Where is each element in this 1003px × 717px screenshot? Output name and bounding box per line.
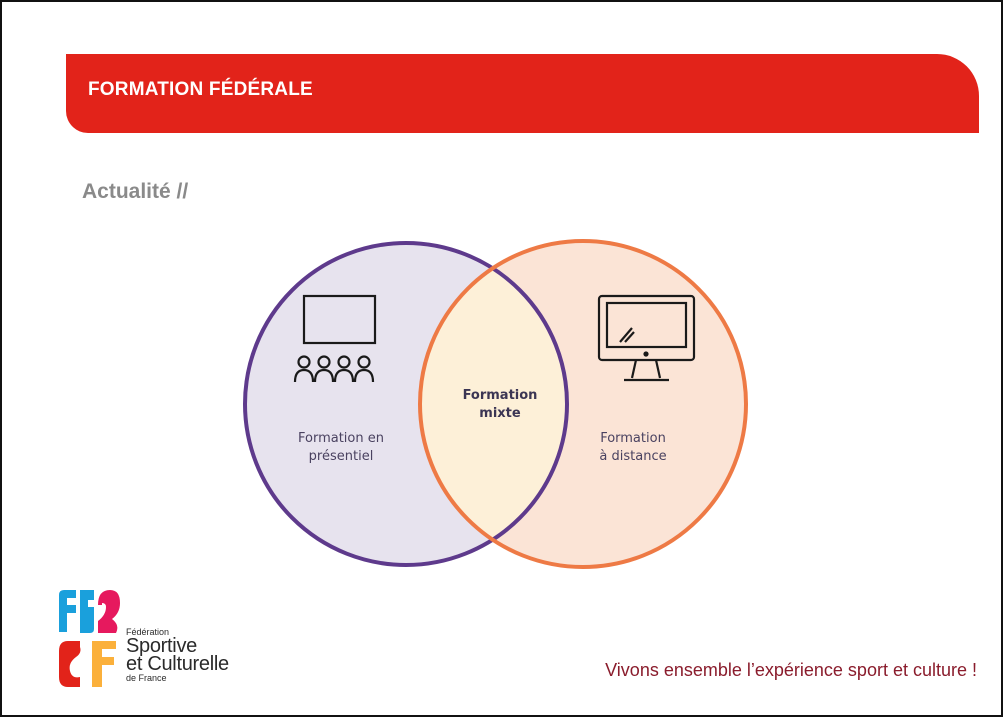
footer-tagline: Vivons ensemble l’expérience sport et cu… <box>605 660 977 680</box>
fscf-logo <box>59 590 120 687</box>
page-title: FORMATION FÉDÉRALE <box>88 79 313 100</box>
fscf-wordmark: Fédération Sportive et Culturelle de Fra… <box>126 627 229 683</box>
venn-center-label: Formation mixte <box>462 388 538 421</box>
computer-monitor-icon <box>597 294 696 382</box>
venn-overlap <box>420 243 567 565</box>
header-banner: FORMATION FÉDÉRALE <box>66 54 979 133</box>
venn-left-label: Formation en présentiel <box>298 431 384 464</box>
classroom-icon <box>293 294 377 383</box>
venn-circle-left-outline <box>243 241 569 567</box>
venn-right-label: Formation à distance <box>599 431 667 464</box>
section-title: Actualité // <box>82 180 189 203</box>
venn-circle-right-outline <box>418 239 748 569</box>
